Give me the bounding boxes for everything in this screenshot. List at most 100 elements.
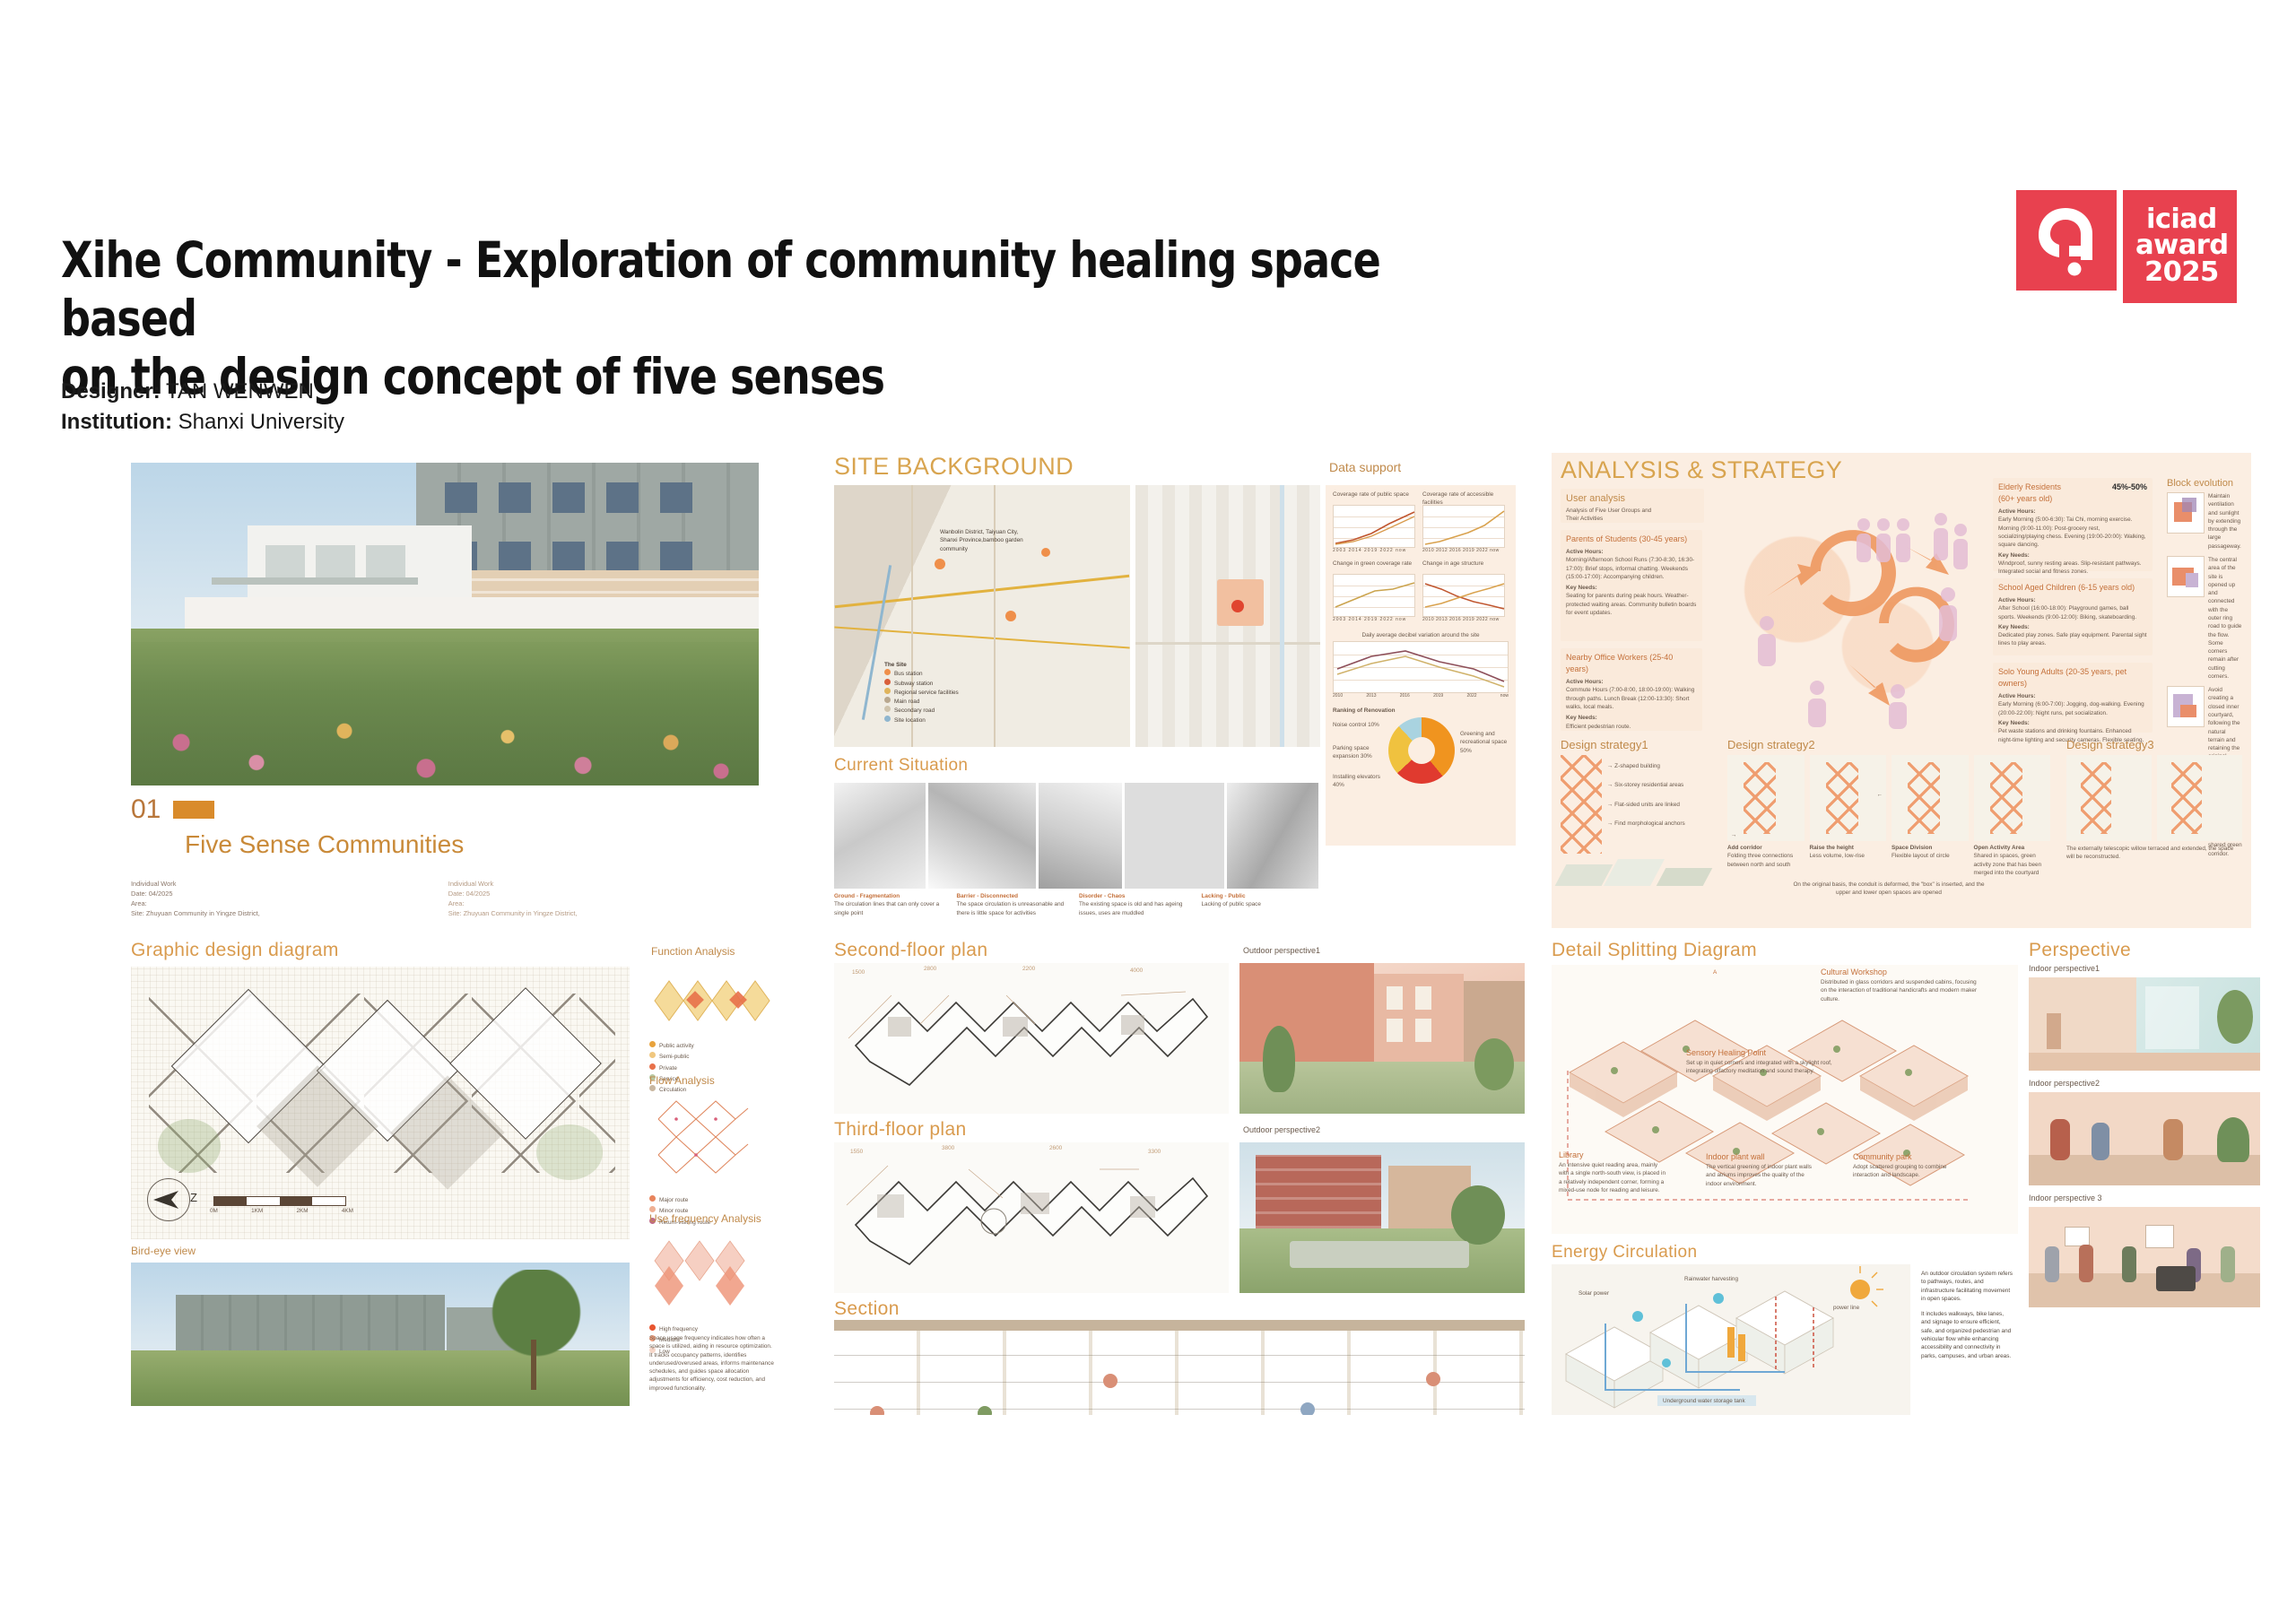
panel-project-caption: 01 Five Sense Communities Individual Wor… (131, 794, 813, 920)
current-situation-captions: Ground - Fragmentation The circulation l… (834, 893, 1261, 916)
function-analysis-diagram: Public activity Semi-public Private Serv… (649, 965, 777, 1093)
indoor-perspective-2-image (2029, 1092, 2260, 1186)
scale-bar (213, 1196, 346, 1206)
designer-row: Designer: TAN WENWEN (61, 377, 344, 407)
iciad-wordmark: iciad award 2025 (2122, 190, 2237, 303)
block-evolution-item: Maintain ventilation and sunlight by ext… (2167, 492, 2242, 551)
scale-bar-ticks: 0M 1KM 2KM 4KM (210, 1208, 353, 1214)
callout-plant-wall: Indoor plant wall The vertical greening … (1706, 1152, 1812, 1187)
energy-label-rainwater: Rainwater harvesting (1684, 1276, 1739, 1282)
current-situation-photos (834, 783, 1318, 889)
use-frequency-diagram: High frequency Medium Low (649, 1230, 777, 1355)
institution-row: Institution: Shanxi University (61, 407, 344, 438)
flow-analysis-legend: Major route Minor route Return-visiting … (649, 1195, 777, 1227)
current-situation-heading: Current Situation (834, 756, 969, 775)
birdeye-heading: Bird-eye view (131, 1245, 196, 1257)
chart-x-accessible: 2010 2012 2016 2019 2022 now (1422, 548, 1500, 553)
strategy2-step: → (1727, 755, 1805, 841)
user-activity-diagram (1713, 489, 1982, 731)
panel-graphic-design: Graphic design diagram Function Analysis… (131, 940, 777, 1406)
user-analysis-box: User analysis Analysis of Five User Grou… (1561, 489, 1704, 523)
block-evolution-item: The central area of the site is opened u… (2167, 555, 2242, 681)
user-group-office-workers: Nearby Office Workers (25-40 years) Acti… (1561, 648, 1702, 731)
graphic-design-heading: Graphic design diagram (131, 940, 339, 960)
block-evolution-item: Avoid creating a closed inner courtyard,… (2167, 686, 2242, 769)
use-frequency-heading: Use frequency Analysis (649, 1212, 761, 1225)
chart-x-decibel: 2010 2013 2016 2019 2022 now (1333, 692, 1509, 699)
strategy2-step (1973, 755, 2050, 841)
callout-library: Library An intensive quiet reading area,… (1559, 1150, 1666, 1193)
strategy1-massing (1554, 859, 1713, 886)
energy-label-water-tank: Underground water storage tank (1663, 1398, 1745, 1404)
chart-green-coverage (1333, 574, 1415, 618)
indoor-perspective-3-image (2029, 1207, 2260, 1308)
function-analysis-legend: Public activity Semi-public Private Serv… (649, 1041, 777, 1094)
page-title-line2: on the design concept of five senses (61, 347, 885, 405)
chart-title-age: Change in age structure (1422, 560, 1484, 568)
panel-site-background: SITE BACKGROUND Data support Wanbolin Di… (834, 453, 1516, 928)
project-color-swatch (173, 801, 215, 819)
project-title: Five Sense Communities (185, 830, 465, 858)
use-frequency-legend: High frequency Medium Low (649, 1324, 777, 1356)
user-group-elderly: Elderly Residents(60+ years old) 45%-50%… (1993, 478, 2152, 575)
chart-title-decibel: Daily average decibel variation around t… (1361, 631, 1480, 638)
user-group-young-adults: Solo Young Adults (20-35 years, pet owne… (1993, 663, 2152, 743)
logo-line-iciad: iciad (2145, 203, 2217, 235)
institution-name: Shanxi University (178, 410, 345, 435)
energy-label-solar: Solar power (1578, 1290, 1610, 1297)
donut-label-noise: Noise control 10% (1333, 722, 1379, 729)
chart-accessible-facilities (1422, 505, 1505, 548)
energy-circulation-heading: Energy Circulation (1552, 1243, 1698, 1262)
analysis-heading: ANALYSIS & STRATEGY (1561, 456, 1843, 483)
designer-label: Designer: (61, 379, 161, 404)
indoor-perspective-1-image (2029, 977, 2260, 1072)
panel-plans: Second-floor plan Outdoor perspective1 1… (834, 940, 1525, 1415)
callout-community-park: Community park Adopt scattered grouping … (1853, 1152, 1947, 1179)
site-plan-drawing: Z 0M 1KM 2KM 4KM (131, 967, 630, 1239)
chart-x-age: 2010 2013 2016 2019 2022 now (1422, 617, 1500, 623)
callout-sensory-healing: Sensory Healing Point Set up in quiet co… (1686, 1048, 1832, 1075)
third-floor-heading: Third-floor plan (834, 1119, 967, 1140)
callout-cultural-workshop: Cultural Workshop Distributed in glass c… (1821, 968, 1978, 1002)
outdoor-perspective-2-image (1239, 1142, 1525, 1293)
strategy2-step (1892, 755, 1969, 841)
user-group-children: School Aged Children (6-15 years old) Ac… (1993, 578, 2152, 655)
perspective-heading: Perspective (2029, 940, 2132, 960)
second-floor-plan-drawing: 1500 2800 2200 4000 (834, 963, 1229, 1114)
site-background-heading: SITE BACKGROUND (834, 453, 1074, 480)
designer-name: TAN WENWEN (165, 379, 314, 404)
logo-line-award: award (2135, 230, 2229, 262)
map-note: Wanbolin District, Taiyuan City, Shanxi … (940, 529, 1023, 552)
detail-splitting-heading: Detail Splitting Diagram (1552, 940, 1758, 960)
hero-render-image (131, 463, 759, 785)
outdoor-perspective-2-label: Outdoor perspective2 (1243, 1125, 1321, 1134)
project-number: 01 (131, 794, 161, 824)
credits-block: Designer: TAN WENWEN Institution: Shanxi… (61, 377, 344, 438)
north-label: Z (190, 1191, 197, 1204)
chart-title-green: Change in green coverage rate (1333, 560, 1413, 568)
elderly-share-badge: 45%-50% (2111, 482, 2147, 491)
second-floor-heading: Second-floor plan (834, 940, 988, 960)
chart-decibel (1333, 640, 1509, 693)
data-support-charts: Coverage rate of public space 2003 2014 … (1326, 485, 1516, 846)
donut-label-greening: Greening and recreational space 50% (1460, 731, 1508, 754)
energy-text-block: An outdoor circulation system refers to … (1921, 1271, 2013, 1359)
page-title: Xihe Community - Exploration of communit… (61, 231, 1492, 406)
logo-line-year: 2025 (2144, 256, 2219, 288)
page-title-line1: Xihe Community - Exploration of communit… (61, 231, 1381, 347)
block-evolution-heading: Block evolution (2167, 478, 2233, 489)
energy-circulation-diagram: Solar power Rainwater harvesting power l… (1552, 1264, 1910, 1415)
donut-label-parking: Parking space expansion 30% (1333, 745, 1372, 760)
indoor-perspective-2-label: Indoor perspective2 (2029, 1079, 2100, 1089)
iciad-award-logo: iciad award 2025 (2015, 190, 2237, 303)
chart-x-public-space: 2003 2014 2019 2022 now (1333, 548, 1407, 553)
context-map: Wanbolin District, Taiyuan City, Shanxi … (834, 485, 1130, 747)
outdoor-perspective-1-image (1239, 963, 1525, 1114)
strategy2-step: ← (1809, 755, 1886, 841)
institution-label: Institution: (61, 410, 172, 435)
chart-x-green: 2003 2014 2019 2022 now (1333, 617, 1407, 623)
outdoor-perspective-1-label: Outdoor perspective1 (1243, 946, 1321, 955)
renovation-donut-chart (1388, 717, 1455, 785)
design-strategy-3: Design strategy3 The externally telescop… (2066, 738, 2242, 862)
